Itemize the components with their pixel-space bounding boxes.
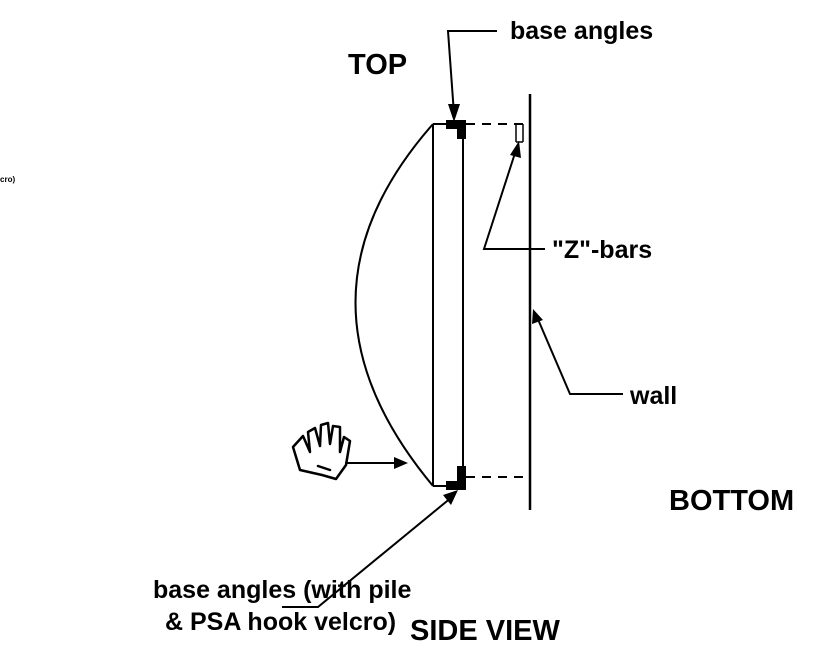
leader-base-angles-top [446,30,497,122]
label-top: TOP [348,49,407,81]
push-arrow [345,457,408,469]
base-angle-bottom [446,466,466,490]
label-side-view: SIDE VIEW [410,615,560,647]
label-base-angles-top: base angles [510,17,653,45]
label-base-angles-bottom-line2: & PSA hook velcro) [165,608,396,636]
base-angle-top [446,120,466,139]
panel-curved-face [354,123,434,487]
leader-base-angles-bottom [282,490,458,608]
label-wall: wall [629,382,677,410]
leader-wall [532,309,623,395]
label-base-angles-bottom-line1: base angles (with pile [153,576,411,604]
label-clipped-fragment: cro) [0,175,15,184]
label-z-bars: "Z"-bars [552,236,652,264]
z-bar [515,124,524,143]
leader-z-bars [482,141,545,250]
hand-push-icon [291,421,352,481]
label-bottom: BOTTOM [669,485,794,517]
